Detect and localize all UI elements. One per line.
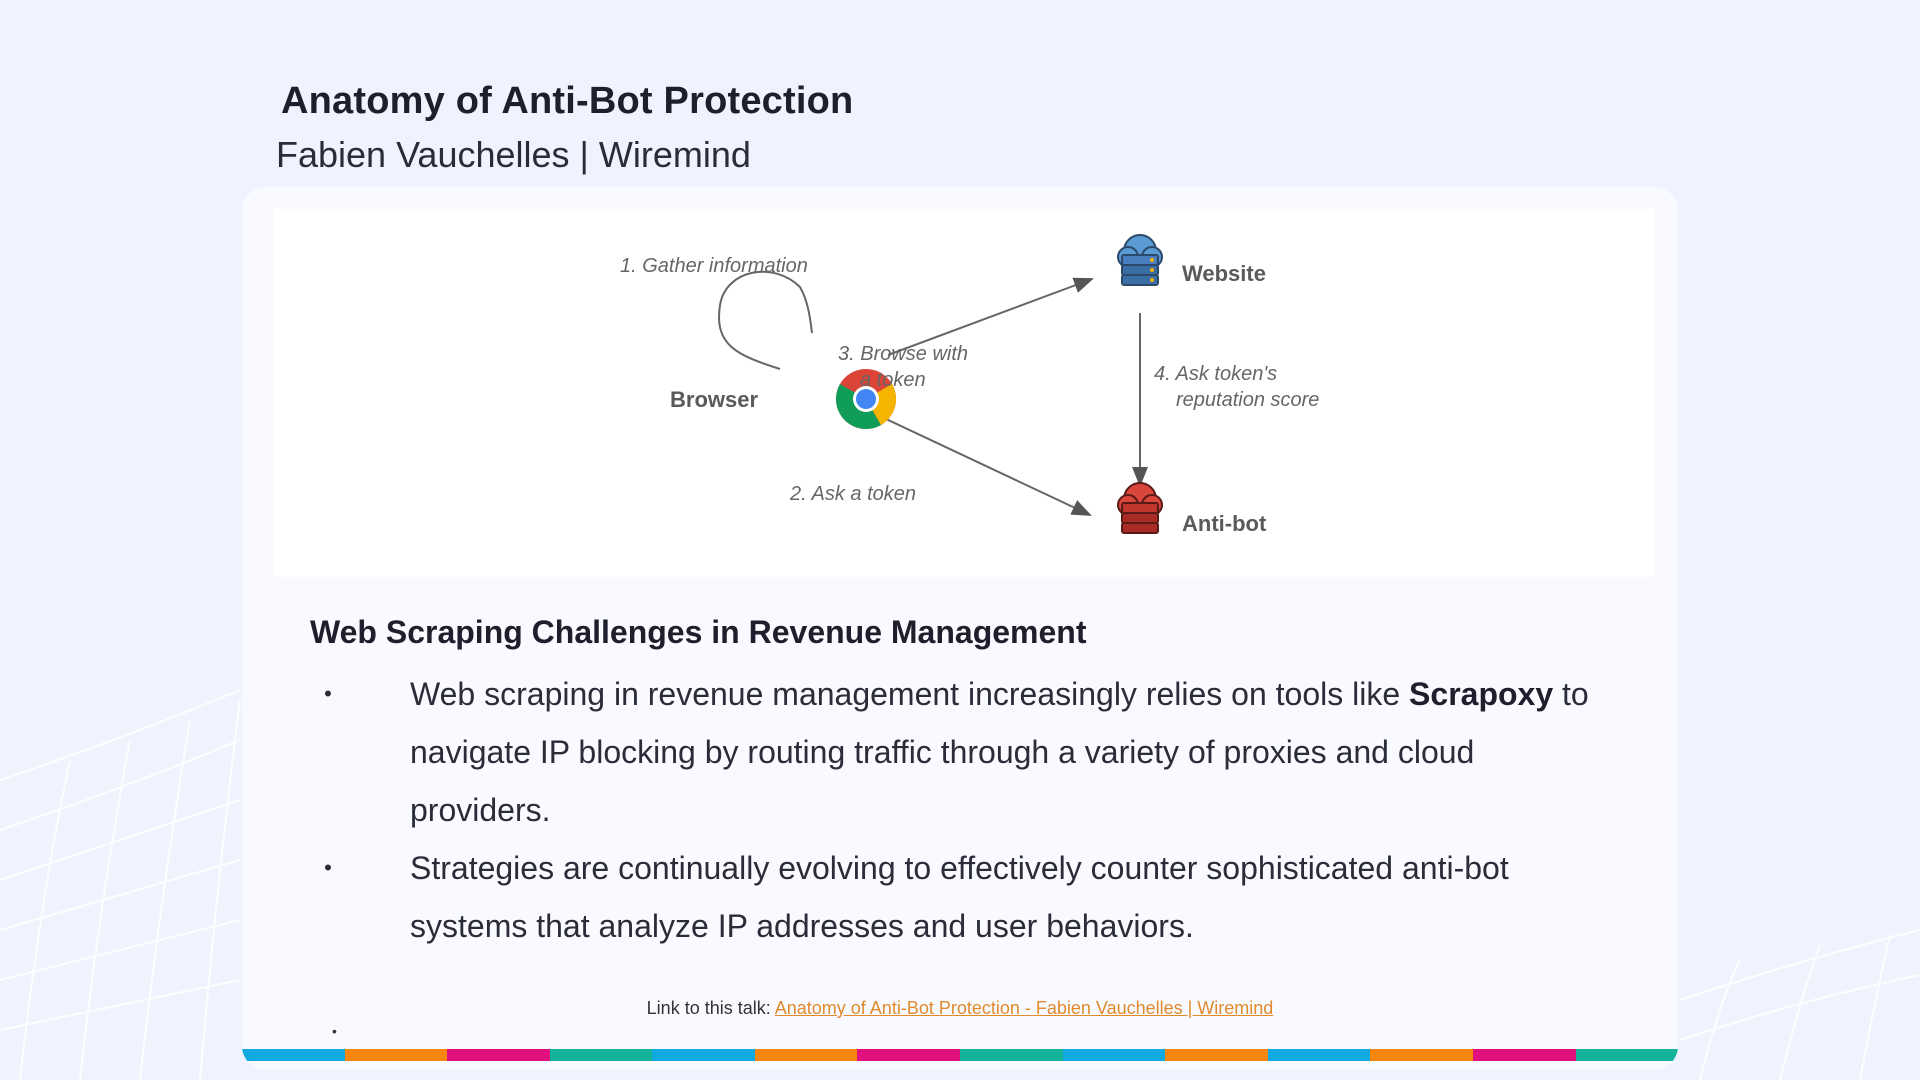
link-prefix: Link to this talk: bbox=[646, 998, 771, 1018]
bullet-text-part: Web scraping in revenue management incre… bbox=[410, 676, 1401, 712]
color-bar-segment bbox=[1062, 1049, 1166, 1061]
gather-information-label: 1. Gather information bbox=[620, 255, 808, 277]
color-bar-segment bbox=[1267, 1049, 1371, 1061]
browse-token-label-line1: 3. Browse with bbox=[838, 343, 969, 365]
color-bar-segment bbox=[1370, 1049, 1473, 1061]
color-bar-segment bbox=[1472, 1049, 1576, 1061]
talk-link[interactable]: Anatomy of Anti-Bot Protection - Fabien … bbox=[774, 998, 1274, 1018]
color-bar-segment bbox=[344, 1049, 448, 1061]
anti-bot-flow-diagram: 1. Gather information Browser 3. Browse … bbox=[274, 209, 1654, 577]
bullet-marker: • bbox=[324, 681, 332, 706]
bullet-list: • Web scraping in revenue management inc… bbox=[318, 665, 1618, 955]
footer-color-bar bbox=[242, 1049, 1678, 1061]
section-heading: Web Scraping Challenges in Revenue Manag… bbox=[310, 614, 1087, 650]
color-bar-segment bbox=[1165, 1049, 1268, 1061]
diagram-arrows bbox=[718, 234, 1163, 534]
ask-token-label: 2. Ask a token bbox=[790, 483, 916, 505]
color-bar-segment bbox=[652, 1049, 755, 1061]
browse-token-label-line2: a token bbox=[860, 369, 926, 391]
content-card: 1. Gather information Browser 3. Browse … bbox=[242, 187, 1678, 1070]
color-bar-segment bbox=[242, 1049, 345, 1061]
bullet-marker: • bbox=[324, 855, 332, 880]
bullet-text-part: to navigate IP blocking by routing traff… bbox=[410, 676, 1589, 828]
website-server-icon bbox=[1117, 234, 1163, 286]
bullet-item: • Web scraping in revenue management inc… bbox=[318, 665, 1618, 839]
antibot-node-label: Anti-bot bbox=[1182, 511, 1267, 536]
color-bar-segment bbox=[857, 1049, 961, 1061]
empty-bullet-marker: • bbox=[332, 1023, 337, 1039]
color-bar-segment bbox=[1575, 1049, 1678, 1061]
browser-node-label: Browser bbox=[670, 387, 759, 412]
reputation-label-line2: reputation score bbox=[1176, 389, 1320, 411]
antibot-server-icon bbox=[1117, 482, 1163, 534]
scrapoxy-bold-text: Scrapoxy bbox=[1409, 676, 1554, 712]
gather-loop-arrow bbox=[718, 270, 813, 370]
slide-subtitle: Fabien Vauchelles | Wiremind bbox=[276, 134, 751, 175]
website-node-label: Website bbox=[1182, 261, 1266, 286]
talk-link-line: Link to this talk: Anatomy of Anti-Bot P… bbox=[242, 998, 1678, 1019]
color-bar-segment bbox=[754, 1049, 858, 1061]
reputation-label-line1: 4. Ask token's bbox=[1154, 363, 1278, 385]
browse-arrow bbox=[887, 277, 1094, 356]
chrome-icon bbox=[835, 369, 897, 430]
color-bar-segment bbox=[549, 1049, 653, 1061]
bullet-text: Strategies are continually evolving to e… bbox=[410, 850, 1509, 944]
slide-title: Anatomy of Anti-Bot Protection bbox=[281, 80, 854, 122]
bullet-item: • Strategies are continually evolving to… bbox=[318, 839, 1618, 955]
ask-token-arrow bbox=[885, 418, 1092, 516]
color-bar-segment bbox=[447, 1049, 550, 1061]
color-bar-segment bbox=[960, 1049, 1063, 1061]
